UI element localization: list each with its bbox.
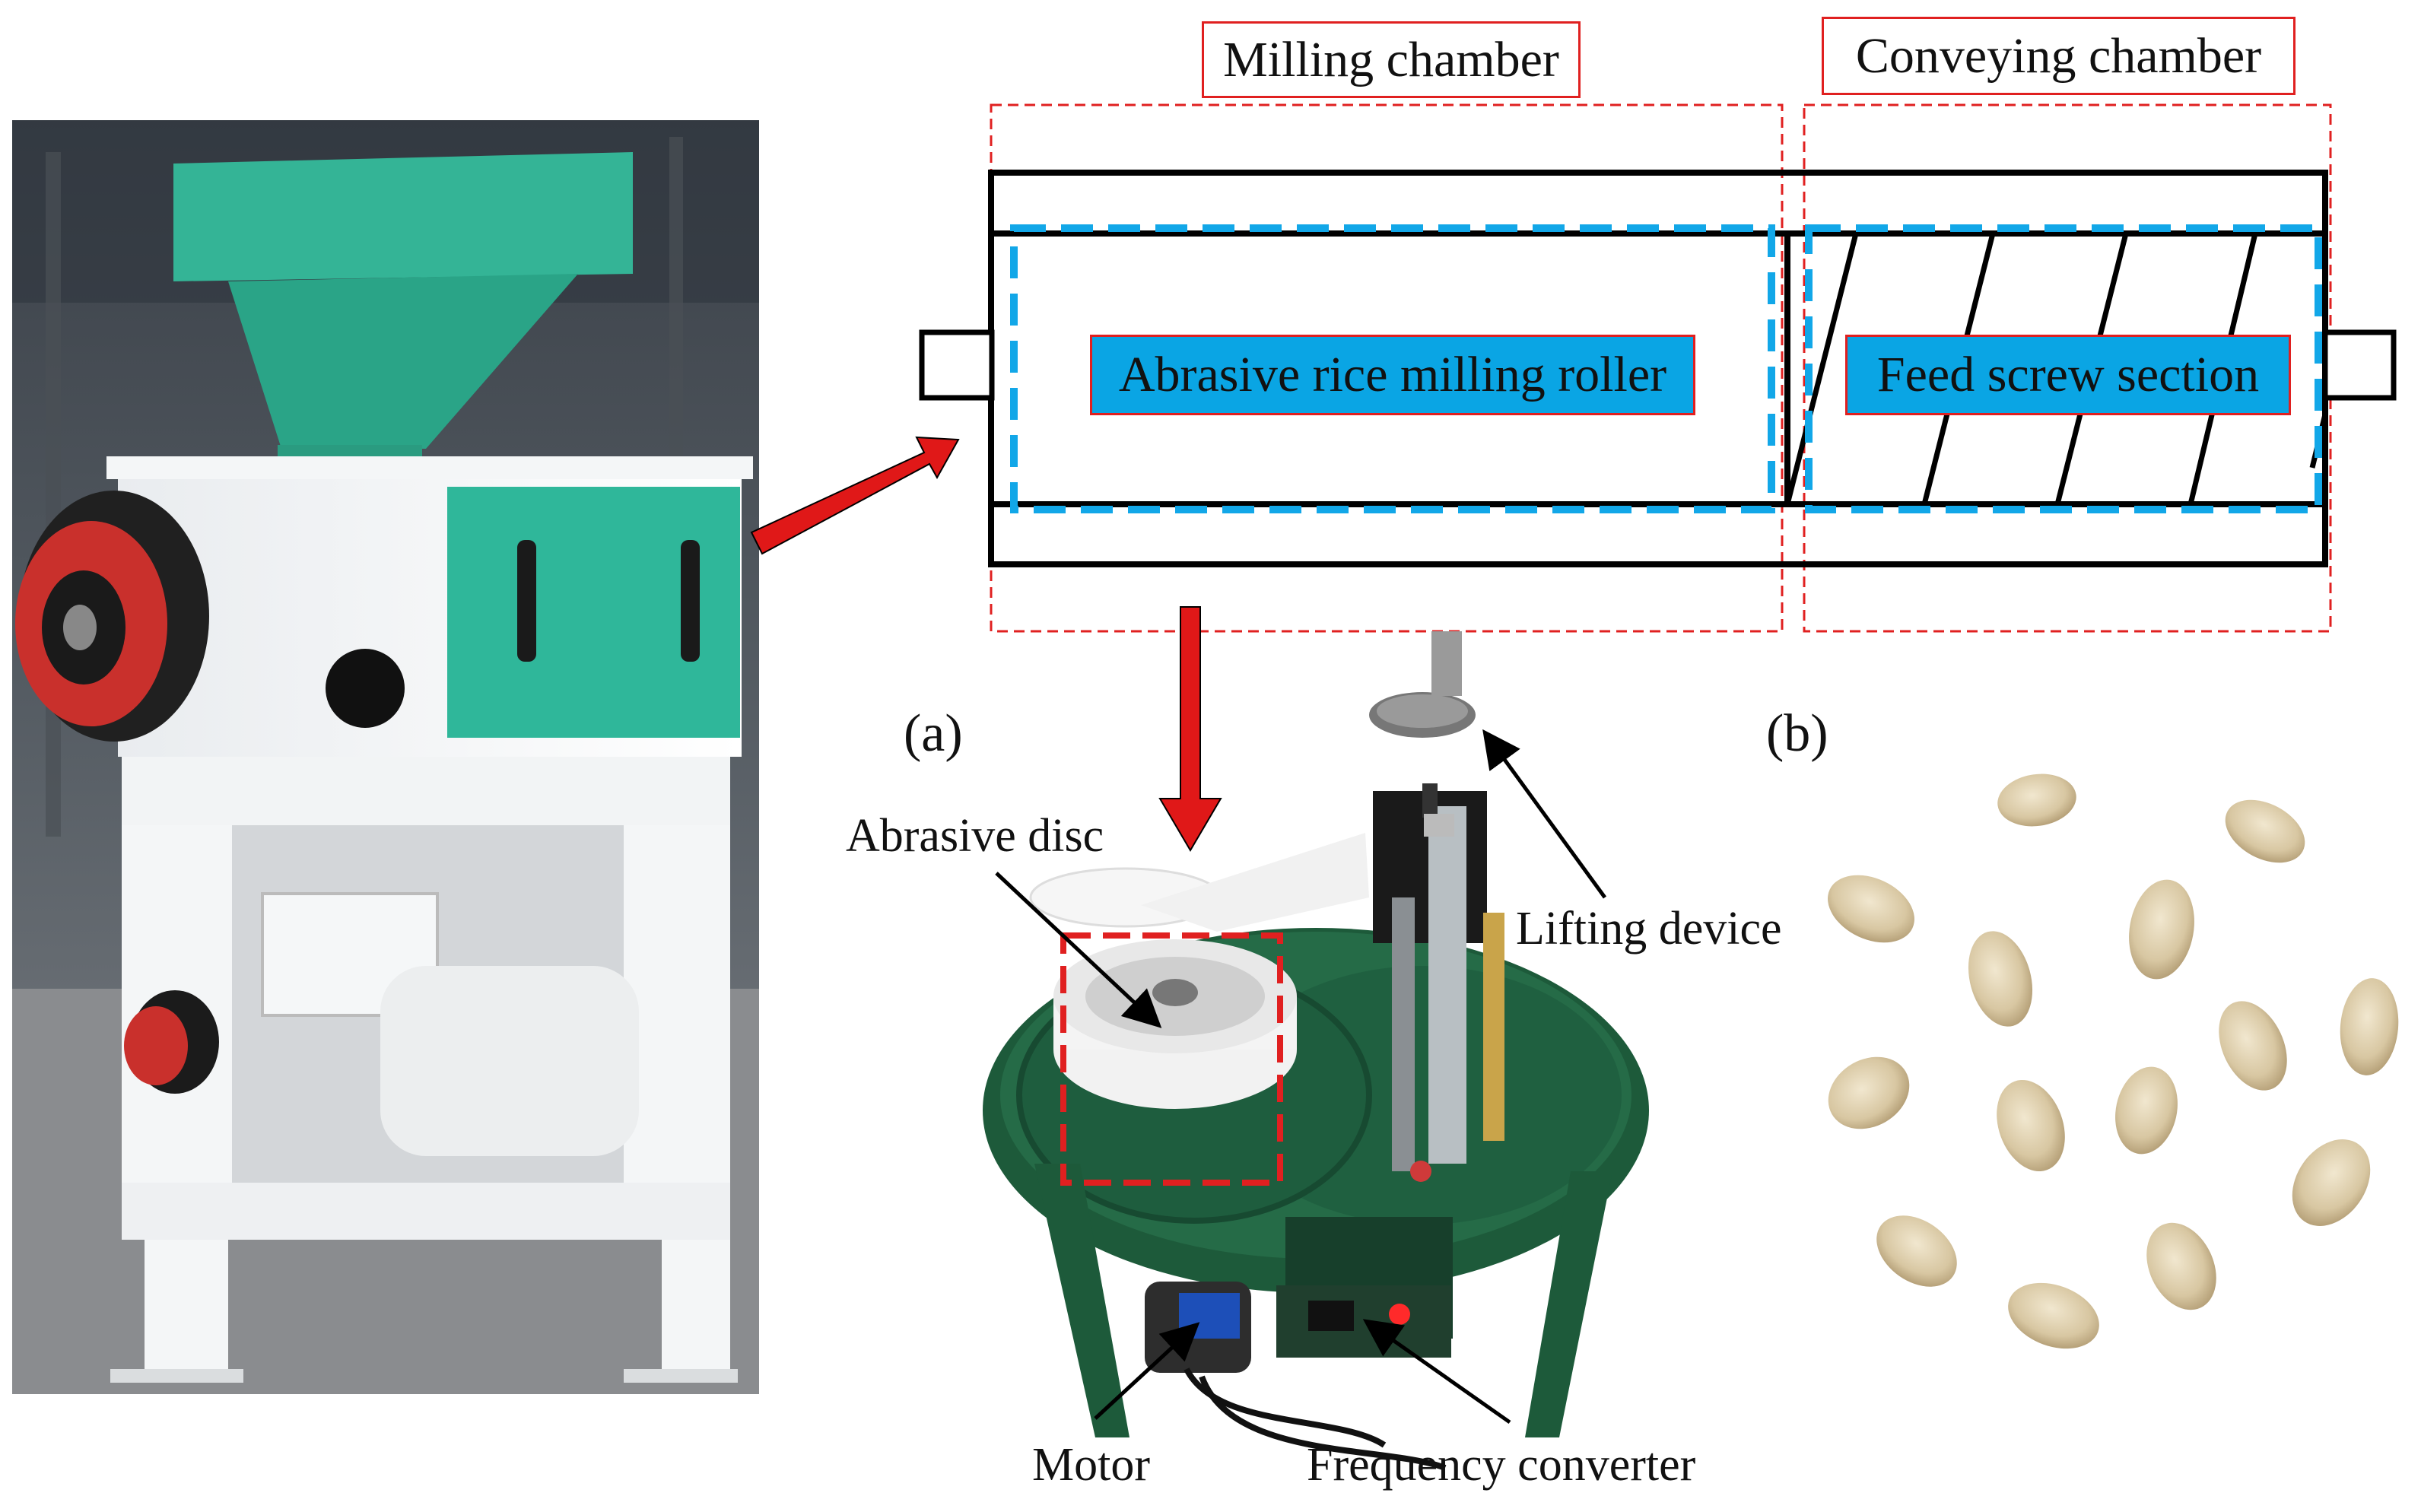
panel-a-label: (a)	[904, 704, 963, 763]
frequency-converter-pointer	[1362, 1319, 1511, 1425]
red-arrow-right	[750, 436, 960, 555]
milling-chamber-label: Milling chamber	[1202, 21, 1581, 98]
lab-device-photo	[983, 631, 1649, 1471]
rice-grains-photo	[1828, 773, 2399, 1349]
abrasive-disc-pointer	[995, 872, 1162, 1028]
red-arrow-down	[1158, 606, 1222, 852]
screw-section-label: Feed screw section	[1845, 335, 2291, 415]
schematic-diagram	[919, 103, 2397, 633]
conveying-chamber-label: Conveying chamber	[1822, 17, 2296, 95]
motor-label: Motor	[1032, 1439, 1150, 1491]
panel-b-label: (b)	[1766, 704, 1828, 763]
frequency-converter-label: Frequency converter	[1307, 1439, 1696, 1491]
abrasive-disc-label: Abrasive disc	[846, 810, 1104, 862]
lifting-device-pointer	[1482, 729, 1607, 899]
rice-mill-photo	[12, 120, 759, 1394]
lifting-device-label: Lifting device	[1516, 903, 1782, 955]
motor-pointer	[1094, 1322, 1200, 1420]
roller-section-label: Abrasive rice milling roller	[1090, 335, 1695, 415]
